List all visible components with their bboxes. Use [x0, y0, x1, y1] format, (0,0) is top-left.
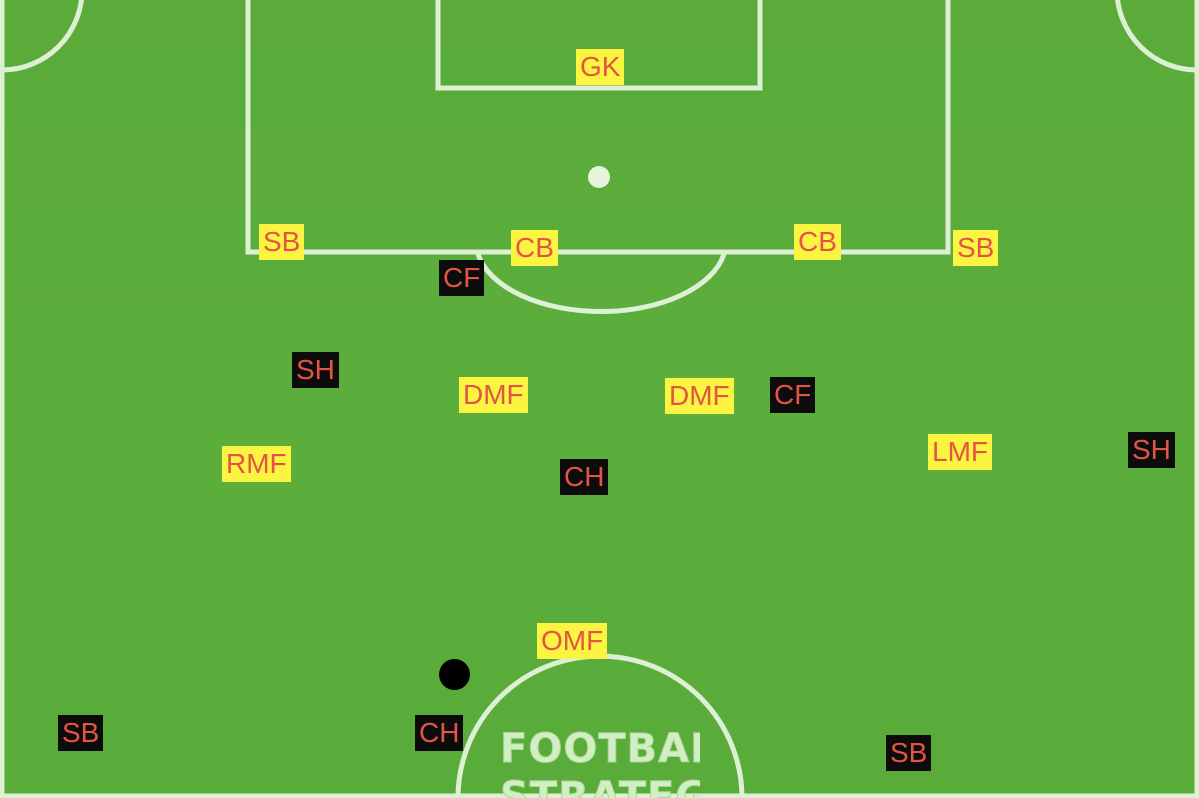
- opponent-cf-1: CF: [439, 260, 485, 296]
- goal-area: [435, 0, 763, 91]
- player-dmf-right: DMF: [459, 377, 528, 413]
- opponent-ch-1: CH: [560, 459, 609, 495]
- corner-arc-right: [1115, 0, 1198, 73]
- corner-arc-left: [1, 0, 84, 73]
- opponent-sb-2: SB: [886, 735, 932, 771]
- player-sb-right-back: SB: [259, 224, 305, 260]
- opponent-sb-1: SB: [58, 715, 104, 751]
- player-dmf-left: DMF: [665, 378, 734, 414]
- player-omf: OMF: [537, 623, 608, 659]
- player-lmf: LMF: [928, 434, 992, 470]
- opponent-ch-2: CH: [415, 715, 464, 751]
- player-cb-right: CB: [511, 230, 558, 266]
- opponent-sh-1: SH: [292, 352, 339, 388]
- penalty-area: [245, 0, 951, 255]
- opponent-cf-2: CF: [770, 377, 816, 413]
- opponent-sh-2: SH: [1128, 432, 1175, 468]
- player-sb-left-back: SB: [953, 230, 999, 266]
- logo-line2: STRATEGY: [500, 774, 700, 798]
- logo-line1: FOOTBALL: [500, 728, 700, 773]
- penalty-arc: [475, 253, 727, 315]
- ball: [439, 659, 470, 690]
- player-rmf: RMF: [222, 446, 291, 482]
- player-gk: GK: [576, 49, 625, 85]
- player-cb-left: CB: [794, 224, 841, 260]
- football-strategy-logo: FOOTBALL STRATEGY: [500, 728, 700, 798]
- penalty-spot: [588, 166, 610, 188]
